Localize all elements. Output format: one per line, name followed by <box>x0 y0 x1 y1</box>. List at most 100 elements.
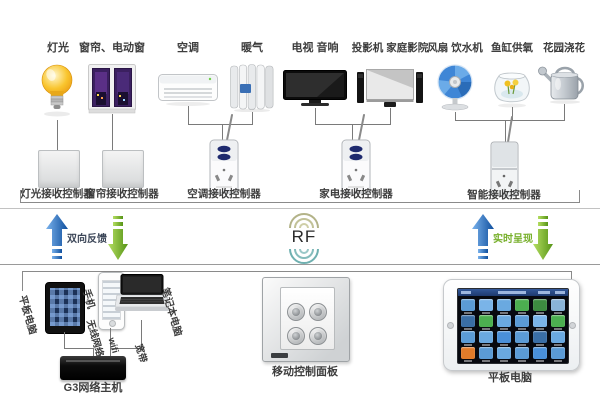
connector-line <box>64 348 94 349</box>
client-bus-line <box>22 271 572 272</box>
fishbowl-icon <box>488 70 536 108</box>
fan-icon <box>430 62 480 112</box>
receiver-label-light: 灯光接收控制器 <box>20 188 94 200</box>
app-icon <box>497 299 511 314</box>
app-icon <box>497 331 511 346</box>
socket-controller-icon <box>334 112 378 194</box>
label-tablet-large: 平板电脑 <box>488 372 532 384</box>
connector-line <box>64 332 65 348</box>
connector-line <box>315 124 391 125</box>
window-icon <box>88 64 136 114</box>
air-conditioner-icon <box>158 72 218 106</box>
app-icon <box>461 331 475 346</box>
panel-button <box>309 303 327 321</box>
client-bus-tick <box>22 271 23 291</box>
label-control-panel: 移动控制面板 <box>272 366 338 378</box>
band-divider <box>0 264 600 265</box>
receiver-label-appliance: 家电接收控制器 <box>319 188 393 200</box>
connector-line <box>390 108 391 125</box>
connector-line <box>188 106 189 125</box>
label-broadband: 宽带 <box>132 342 149 365</box>
connector-line <box>252 112 253 125</box>
app-icon <box>461 315 475 330</box>
rf-waves-up-icon <box>287 213 321 229</box>
g3-host-icon <box>60 356 126 380</box>
connector-line <box>57 120 58 152</box>
socket-controller-icon <box>202 112 246 194</box>
receiver-box-icon <box>38 150 80 188</box>
device-label-fan: 风扇 饮水机 <box>427 42 483 54</box>
device-label-fishtank: 鱼缸供氧 <box>491 42 533 54</box>
connector-line <box>352 124 353 142</box>
device-label-heater: 暖气 <box>241 42 263 54</box>
receiver-box-icon <box>102 150 144 188</box>
tablet-screen <box>457 288 569 364</box>
app-icon <box>533 299 547 314</box>
app-icon <box>515 331 529 346</box>
flow-label-realtime: 实时呈现 <box>493 234 533 245</box>
connector-line <box>112 114 113 152</box>
label-tablet-small: 平板电脑 <box>16 294 38 336</box>
watering-can-icon <box>538 64 590 104</box>
connector-line <box>505 120 506 142</box>
socket-controller-icon <box>482 114 526 198</box>
connector-line <box>93 348 94 357</box>
label-g3-host: G3网络主机 <box>63 382 123 394</box>
app-icon <box>461 347 475 362</box>
app-icon <box>479 315 493 330</box>
connector-line <box>564 104 565 121</box>
app-icon <box>479 299 493 314</box>
app-icon <box>551 347 565 362</box>
tablet-statusbar <box>458 289 568 296</box>
app-icon <box>479 331 493 346</box>
connector-line <box>110 328 111 357</box>
receiver-label-ac: 空调接收控制器 <box>187 188 261 200</box>
connector-line <box>222 124 223 142</box>
connector-line <box>141 320 142 348</box>
panel-button <box>287 327 305 345</box>
laptop-icon <box>115 274 169 320</box>
arrow-down-icon <box>533 216 553 260</box>
panel-brand-badge <box>271 353 288 358</box>
connector-line <box>455 120 565 121</box>
band-divider <box>0 208 600 209</box>
app-icon <box>461 299 475 314</box>
tablet-app-grid <box>461 299 565 362</box>
app-icon <box>551 315 565 330</box>
app-icon <box>515 315 529 330</box>
device-label-ac: 空调 <box>177 42 199 54</box>
tablet-large-icon <box>443 279 580 371</box>
rf-waves-down-icon <box>287 248 321 264</box>
arrow-down-icon <box>108 216 128 260</box>
panel-button <box>309 327 327 345</box>
device-label-garden: 花园浇花 <box>543 42 585 54</box>
app-icon <box>479 347 493 362</box>
connector-line <box>315 108 316 125</box>
arrow-up-icon <box>472 214 494 260</box>
app-icon <box>551 299 565 314</box>
projector-home-theater-icon <box>355 68 425 108</box>
arrow-up-icon <box>46 214 68 260</box>
panel-button <box>287 303 305 321</box>
tablet-home-button <box>447 322 454 329</box>
client-bus-tick <box>571 271 572 280</box>
app-icon <box>533 315 547 330</box>
tablet-small-icon <box>45 282 85 334</box>
app-icon <box>515 299 529 314</box>
tv-icon <box>283 70 347 108</box>
device-label-tv: 电视 音响 <box>291 42 339 54</box>
connector-line <box>110 348 142 349</box>
receiver-bus-tick <box>20 190 21 202</box>
connector-line <box>455 112 456 121</box>
app-icon <box>533 347 547 362</box>
device-label-light: 灯光 <box>47 42 69 54</box>
app-icon <box>533 331 547 346</box>
device-label-projector: 投影机 家庭影院 <box>351 42 429 54</box>
app-icon <box>551 331 565 346</box>
app-icon <box>515 347 529 362</box>
receiver-label-smart: 智能接收控制器 <box>467 189 541 201</box>
connector-line <box>512 107 513 121</box>
panel-face <box>280 287 335 350</box>
connector-line <box>188 124 253 125</box>
